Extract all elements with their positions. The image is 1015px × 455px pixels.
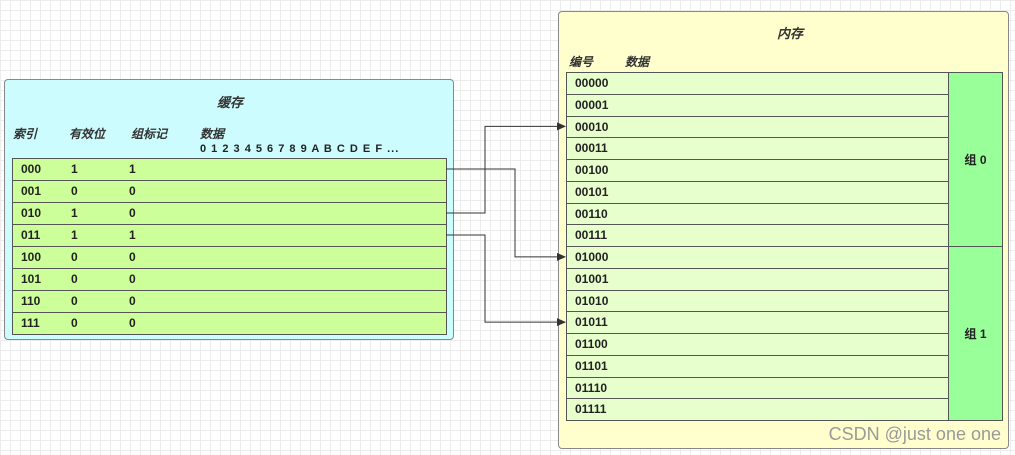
arrow-000-to-01000 xyxy=(446,168,566,261)
memory-row-address: 00110 xyxy=(575,206,608,221)
cache-row-tag: 0 xyxy=(129,272,136,286)
cache-row-valid: 1 xyxy=(71,228,78,242)
cache-row-index: 001 xyxy=(21,184,42,198)
memory-row-address: 00100 xyxy=(575,163,609,177)
cache-row-tag: 0 xyxy=(129,184,136,198)
cache-data-columns: 0 1 2 3 4 5 6 7 8 9 A B C D E F ... xyxy=(200,143,400,155)
cache-row-valid: 0 xyxy=(71,184,78,198)
cache-row-valid: 1 xyxy=(71,206,78,220)
cache-header-valid: 有效位 xyxy=(69,127,106,141)
cache-header-tag: 组标记 xyxy=(131,127,168,141)
cache-row-index: 011 xyxy=(21,228,41,242)
memory-row-address: 01001 xyxy=(575,271,609,286)
cache-row-valid: 1 xyxy=(71,162,78,176)
cache-row: 100 0 0 xyxy=(12,246,447,269)
arrow-010-to-00010 xyxy=(446,122,566,214)
cache-panel: 缓存 索引 有效位 组标记 数据 0 1 2 3 4 5 6 7 8 9 A B… xyxy=(4,79,454,340)
cache-row-index: 000 xyxy=(21,162,42,176)
memory-row-address: 00000 xyxy=(575,76,609,90)
cache-row-tag: 0 xyxy=(129,294,136,308)
memory-group-label: 组 0 xyxy=(964,153,987,167)
cache-row-index: 010 xyxy=(21,206,42,220)
arrow-011-to-01011 xyxy=(446,234,566,327)
memory-row-address: 00001 xyxy=(575,97,609,112)
memory-title: 内存 xyxy=(777,26,804,41)
cache-title: 缓存 xyxy=(217,95,244,110)
cache-row: 001 0 0 xyxy=(12,180,447,203)
memory-row-address: 01011 xyxy=(575,315,608,330)
memory-header-number: 编号 xyxy=(569,55,594,69)
watermark: CSDN @just one one xyxy=(828,424,1001,444)
memory-panel: 内存 编号 数据 00000 00001 00010 00011 00100 00101 0… xyxy=(558,11,1009,449)
memory-row-address: 00011 xyxy=(575,141,608,156)
cache-row-index: 100 xyxy=(21,250,42,264)
memory-group-label: 组 1 xyxy=(964,327,987,341)
cache-row-index: 101 xyxy=(21,272,42,286)
memory-group-0: 组 0 xyxy=(948,72,1003,247)
cache-row: 111 0 0 xyxy=(12,312,447,335)
memory-header-data: 数据 xyxy=(625,55,650,69)
cache-row-tag: 1 xyxy=(129,228,136,242)
memory-row-address: 00010 xyxy=(575,119,609,134)
cache-row-tag: 0 xyxy=(129,250,136,264)
memory-row-address: 01111 xyxy=(575,402,607,417)
memory-row-address: 01000 xyxy=(575,250,609,264)
memory-row-address: 01110 xyxy=(575,380,608,395)
memory-row-address: 01101 xyxy=(575,358,608,373)
cache-row-index: 110 xyxy=(21,294,41,308)
cache-row-valid: 0 xyxy=(71,250,78,264)
cache-row-valid: 0 xyxy=(71,316,78,330)
cache-row-valid: 0 xyxy=(71,294,78,308)
cache-row-tag: 1 xyxy=(129,162,136,176)
cache-row-tag: 0 xyxy=(129,206,136,220)
memory-group-1: 组 1 xyxy=(948,246,1003,421)
cache-row-tag: 0 xyxy=(129,316,136,330)
cache-row-index: 111 xyxy=(21,316,40,330)
memory-row-address: 01100 xyxy=(575,337,608,351)
memory-row-address: 00111 xyxy=(575,228,608,243)
memory-row-address: 00101 xyxy=(575,184,609,199)
cache-header-data: 数据 xyxy=(200,127,225,141)
cache-row-valid: 0 xyxy=(71,272,78,286)
memory-row-address: 01010 xyxy=(575,293,609,308)
cache-header-index: 索引 xyxy=(13,127,38,141)
